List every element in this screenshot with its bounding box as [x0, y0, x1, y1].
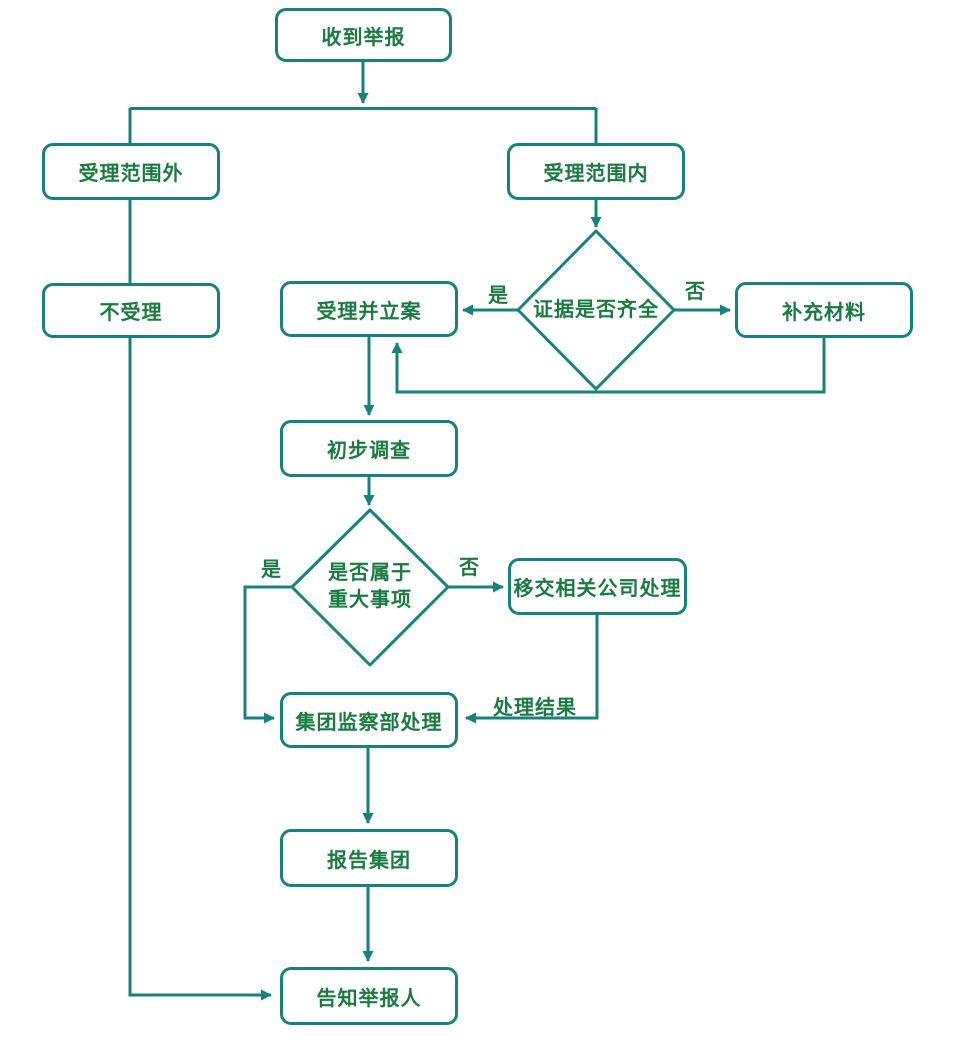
node-inform-whistleblower: 告知举报人: [280, 967, 458, 1025]
connector-notaccept-inform: [128, 338, 272, 1001]
node-outside-scope: 受理范围外: [42, 143, 220, 200]
connector-major-yes: [243, 585, 292, 724]
node-group-supervision-handles: 集团监察部处理: [280, 692, 458, 748]
decision-evidence-label: 证据是否齐全: [533, 299, 659, 321]
decision-major-label-line1: 是否属于: [328, 562, 412, 584]
connector-supplement-loopback: [391, 338, 826, 394]
edge-label-processing-result: 处理结果: [493, 697, 577, 719]
edge-label-major-yes: 是: [261, 559, 282, 581]
decision-major-shape: [290, 508, 450, 667]
node-transfer-to-company: 移交相关公司处理: [508, 558, 687, 615]
node-supplement-materials: 补充材料: [735, 282, 913, 338]
node-report-to-group: 报告集团: [280, 829, 458, 887]
node-not-accepted: 不受理: [42, 283, 220, 338]
node-within-scope: 受理范围内: [507, 143, 685, 200]
node-receive-report: 收到举报: [275, 8, 452, 62]
connector-transfer-grouphandle: [465, 615, 599, 724]
edge-label-evidence-no: 否: [685, 281, 706, 303]
edge-label-major-no: 否: [459, 557, 480, 579]
decision-major-label-line2: 重大事项: [328, 589, 412, 611]
decision-major-label: 是否属于 重大事项: [292, 560, 448, 614]
node-preliminary-investigation: 初步调查: [280, 420, 458, 477]
decision-evidence-shape: [516, 229, 676, 391]
edge-label-evidence-yes: 是: [488, 285, 509, 307]
node-accept-and-file: 受理并立案: [280, 281, 458, 337]
